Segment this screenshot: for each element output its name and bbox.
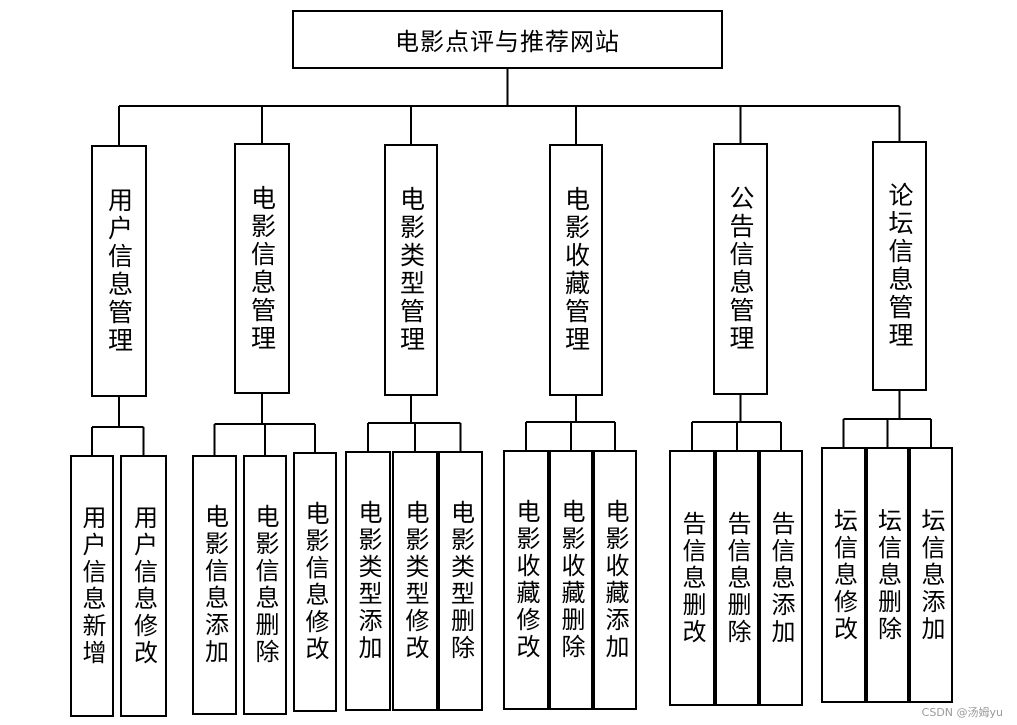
leaf-label: 电影收藏修改	[512, 499, 540, 661]
leaf-label: 电影类型添加	[354, 500, 382, 662]
leaf-node: 电影收藏添加	[593, 450, 637, 710]
leaf-label: 电影收藏添加	[601, 499, 629, 661]
leaf-label: 电影类型删除	[446, 500, 475, 662]
leaf-node: 用户信息修改	[120, 455, 167, 717]
category-label: 用户信息管理	[104, 187, 134, 355]
leaf-label: 告信息删改	[678, 510, 706, 646]
category-label: 电影信息管理	[247, 184, 277, 353]
leaf-label: 坛信息删除	[873, 507, 902, 643]
leaf-node: 告信息添加	[759, 450, 803, 706]
category-node-user-info: 用户信息管理	[91, 145, 147, 397]
watermark: CSDN @汤姆yu	[921, 706, 1003, 719]
leaf-label: 用户信息新增	[78, 505, 106, 667]
root-label: 电影点评与推荐网站	[395, 28, 620, 56]
leaf-node: 电影信息添加	[192, 455, 237, 715]
leaf-label: 坛信息修改	[829, 507, 858, 643]
leaf-node: 电影信息修改	[293, 452, 337, 712]
leaf-node: 坛信息添加	[909, 447, 953, 703]
leaf-node: 电影类型修改	[392, 451, 438, 711]
leaf-node: 坛信息修改	[821, 447, 866, 703]
leaf-node: 电影收藏修改	[503, 450, 549, 710]
leaf-label: 电影信息添加	[200, 504, 229, 666]
leaf-label: 电影收藏删除	[557, 499, 585, 661]
leaf-label: 用户信息修改	[129, 505, 158, 667]
root-node: 电影点评与推荐网站	[292, 10, 723, 69]
category-label: 论坛信息管理	[885, 182, 914, 350]
leaf-label: 电影信息修改	[301, 501, 329, 663]
leaf-node: 电影信息删除	[243, 455, 287, 715]
category-node-movie-info: 电影信息管理	[234, 143, 290, 394]
leaf-label: 电影信息删除	[251, 504, 279, 666]
leaf-node: 电影类型删除	[438, 451, 483, 711]
leaf-label: 电影类型修改	[401, 500, 429, 662]
category-node-notice-info: 公告信息管理	[713, 143, 768, 395]
leaf-label: 告信息添加	[767, 510, 795, 646]
leaf-node: 电影收藏删除	[549, 450, 593, 710]
leaf-node: 电影类型添加	[345, 451, 391, 711]
category-node-movie-type: 电影类型管理	[384, 144, 438, 396]
category-node-movie-favorite: 电影收藏管理	[549, 144, 603, 396]
category-label: 电影类型管理	[396, 186, 426, 354]
leaf-node: 告信息删除	[715, 450, 759, 706]
category-label: 电影收藏管理	[561, 186, 591, 354]
leaf-node: 告信息删改	[669, 450, 715, 706]
category-node-forum-info: 论坛信息管理	[872, 141, 927, 391]
category-label: 公告信息管理	[726, 185, 755, 353]
leaf-label: 告信息删除	[723, 510, 751, 646]
leaf-node: 用户信息新增	[70, 455, 114, 717]
leaf-label: 坛信息添加	[917, 507, 945, 643]
leaf-node: 坛信息删除	[866, 447, 909, 703]
